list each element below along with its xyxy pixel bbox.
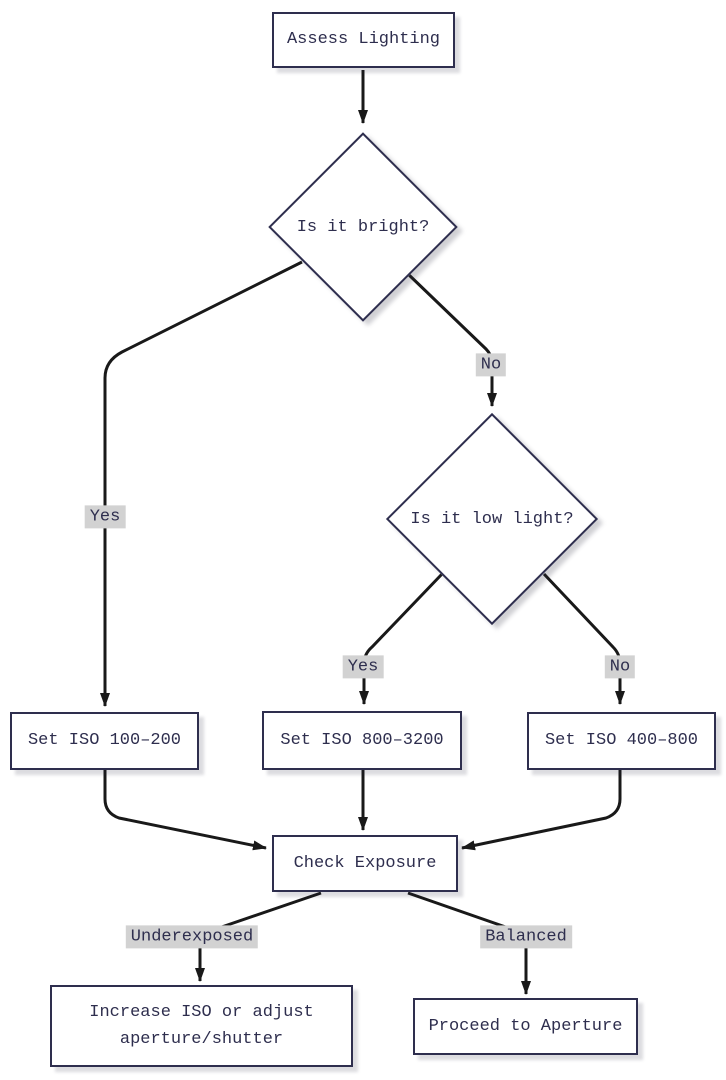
node-proceed-to-aperture: Proceed to Aperture xyxy=(413,998,638,1055)
node-check-exposure: Check Exposure xyxy=(272,835,458,892)
edge-label-no-lowlight: No xyxy=(604,655,636,679)
node-assess-lighting: Assess Lighting xyxy=(272,12,455,68)
edge-isolow-check xyxy=(103,770,267,851)
node-is-it-low-light: Is it low light? xyxy=(385,412,599,626)
edge-label-underexposed: Underexposed xyxy=(125,925,259,949)
edge-label-yes-lowlight: Yes xyxy=(342,655,384,679)
node-set-iso-100-200: Set ISO 100–200 xyxy=(10,712,199,770)
node-set-iso-800-3200: Set ISO 800–3200 xyxy=(262,711,462,770)
node-set-iso-400-800: Set ISO 400–800 xyxy=(527,712,716,770)
node-increase-iso: Increase ISO or adjust aperture/shutter xyxy=(50,985,353,1067)
edge-bright-isolow xyxy=(100,260,303,707)
edge-isomid-check xyxy=(461,770,622,851)
diamond-label: Is it low light? xyxy=(410,509,574,529)
edge-label-yes-bright: Yes xyxy=(84,505,126,529)
edge-label-balanced: Balanced xyxy=(480,925,572,949)
diamond-label: Is it bright? xyxy=(296,217,430,237)
edge-label-no-bright: No xyxy=(475,353,507,377)
node-is-it-bright: Is it bright? xyxy=(268,132,458,322)
